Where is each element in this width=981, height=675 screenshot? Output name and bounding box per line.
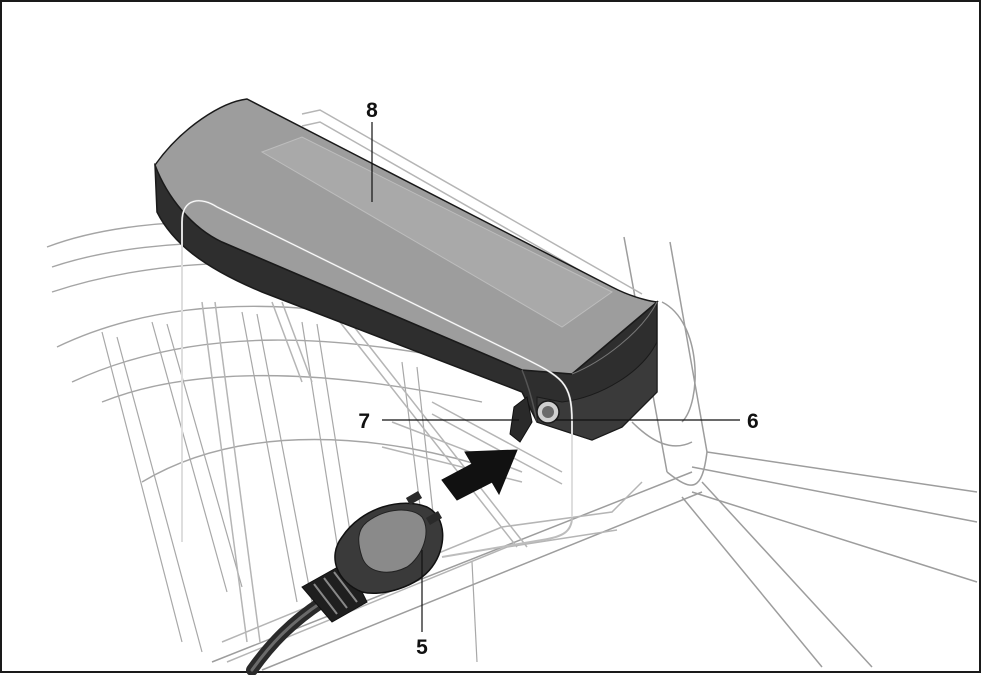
bike-frame: [211, 236, 978, 671]
leader-lines: [371, 122, 740, 632]
charger-plug: [246, 491, 444, 675]
carrier-rack: [201, 109, 643, 663]
callout-6: 6: [747, 410, 759, 433]
callout-5: 5: [416, 636, 428, 659]
callout-8: 8: [366, 99, 378, 122]
socket-cover: [509, 396, 533, 443]
battery: [154, 98, 659, 443]
callout-7: 7: [358, 410, 370, 433]
wheel-spokes: [101, 311, 478, 663]
insertion-arrow: [441, 449, 518, 501]
battery-end-cap: [521, 369, 538, 423]
battery-top-panel: [260, 136, 613, 328]
